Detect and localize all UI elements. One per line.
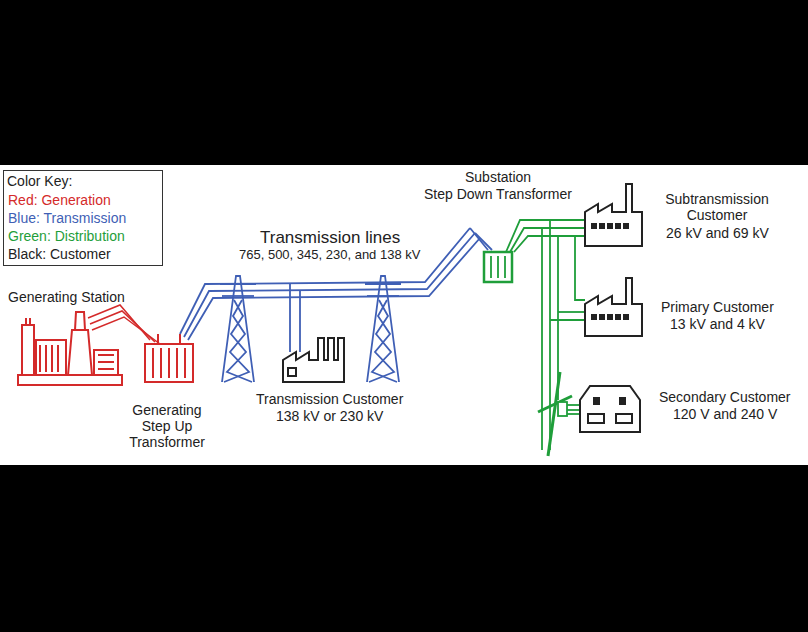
voltage-label: 138 kV or 230 kV — [276, 408, 383, 424]
legend-heading: Color Key: — [7, 173, 72, 189]
customer-label: Subtransmission Customer — [651, 191, 783, 223]
legend-swatch: Red: Generation — [8, 192, 111, 208]
voltage-list: 765, 500, 345, 230, and 138 kV — [239, 248, 420, 263]
legend-swatch: Blue: Transmission — [8, 210, 126, 226]
customer-label: Secondary Customer — [659, 389, 791, 405]
legend-swatch: Black: Customer — [8, 246, 111, 262]
customer-label: Transmission Customer — [256, 391, 403, 407]
customer-label: Primary Customer — [661, 299, 774, 315]
transformer-label: Generating Step Up Transformer — [121, 402, 213, 450]
line-heading: Transmission lines — [260, 228, 400, 248]
legend-text: Red: Generation — [8, 192, 111, 208]
substation-label: Step Down Transformer — [424, 186, 572, 202]
station-label: Generating Station — [8, 289, 125, 305]
substation-label: Substation — [465, 169, 531, 185]
voltage-label: 26 kV and 69 kV — [666, 225, 769, 241]
voltage-label: 120 V and 240 V — [673, 406, 777, 422]
legend-text: Blue: Transmission — [8, 210, 126, 226]
voltage-label: 13 kV and 4 kV — [670, 316, 765, 332]
legend-text: Green: Distribution — [8, 228, 125, 244]
legend-text: Black: Customer — [8, 246, 111, 262]
legend-swatch: Green: Distribution — [8, 228, 125, 244]
